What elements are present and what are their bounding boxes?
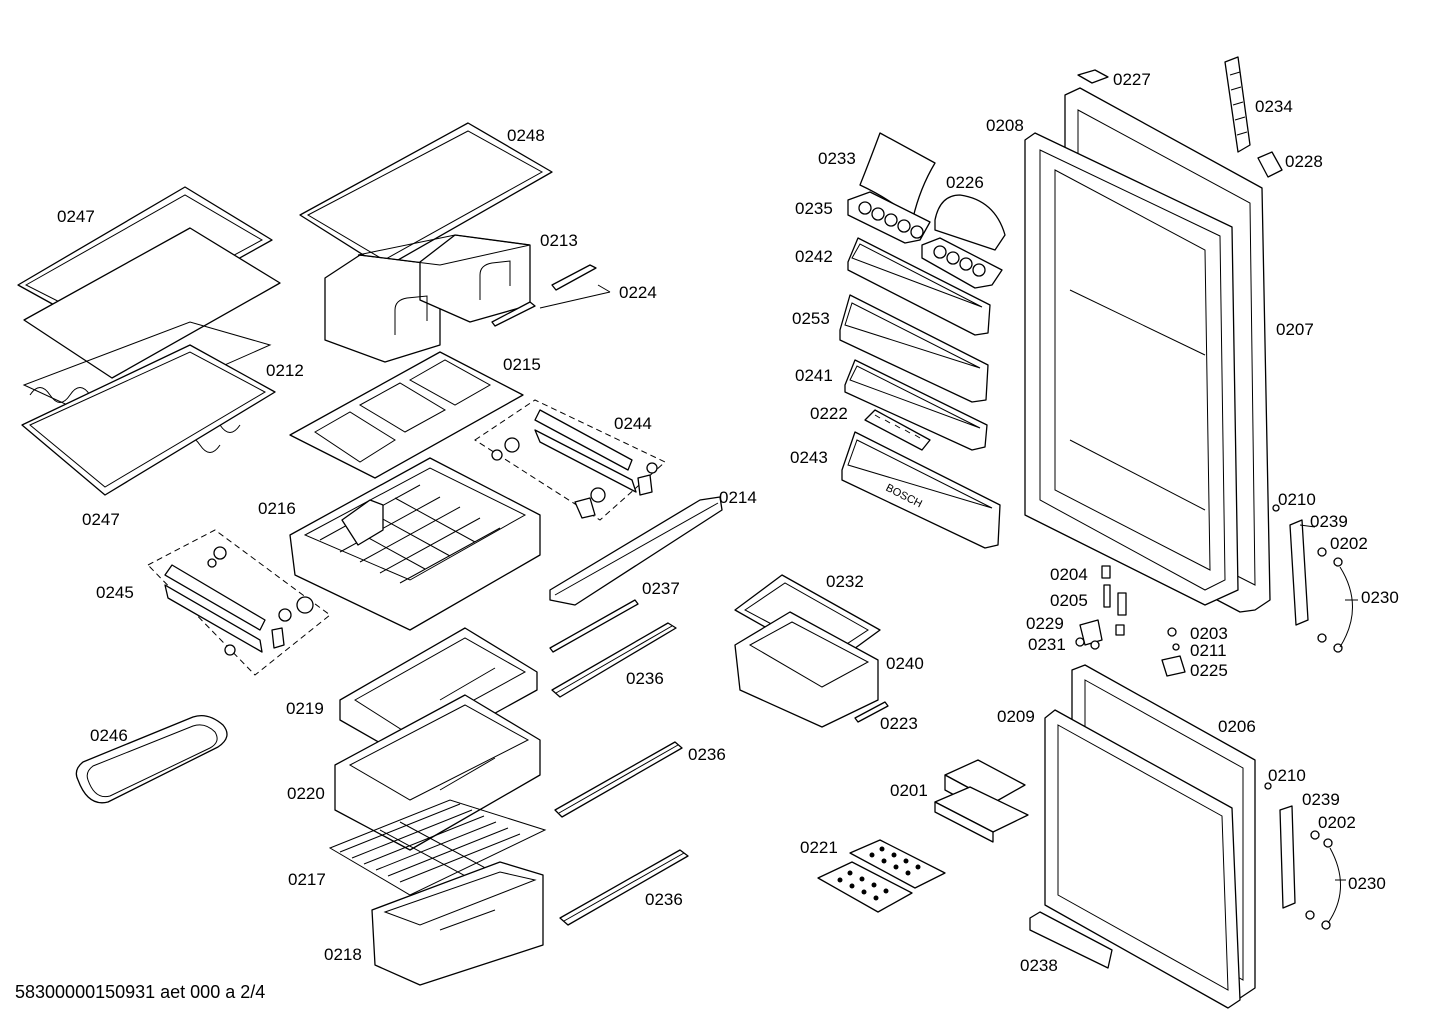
label-0244: 0244 xyxy=(614,414,652,433)
label-0224: 0224 xyxy=(619,283,657,302)
drawing-footer-id: 58300000150931 aet 000 a 2/4 xyxy=(15,982,265,1002)
label-0232: 0232 xyxy=(826,572,864,591)
ice-tray-0246 xyxy=(75,714,228,804)
label-0247-bottom: 0247 xyxy=(82,510,120,529)
glass-shelf-middle xyxy=(23,227,281,379)
control-panel-0234 xyxy=(1224,56,1251,153)
hinge-lower-hardware xyxy=(1264,782,1341,930)
label-0208: 0208 xyxy=(986,116,1024,135)
label-0209: 0209 xyxy=(997,707,1035,726)
freezer-drawer-0220 xyxy=(334,694,541,851)
label-0201: 0201 xyxy=(890,781,928,800)
label-0234: 0234 xyxy=(1255,97,1293,116)
label-0218: 0218 xyxy=(324,945,362,964)
label-0227: 0227 xyxy=(1113,70,1151,89)
glass-shelf-lower xyxy=(21,344,276,496)
label-0233: 0233 xyxy=(818,149,856,168)
hinge-upper-hardware xyxy=(1272,504,1353,653)
strip-0223 xyxy=(854,701,889,723)
hinge-cover-0227 xyxy=(1077,69,1109,84)
label-0248: 0248 xyxy=(507,126,545,145)
shelf-front-trim xyxy=(549,496,723,606)
label-0221: 0221 xyxy=(800,838,838,857)
label-0226: 0226 xyxy=(946,173,984,192)
label-0207: 0207 xyxy=(1276,320,1314,339)
label-0237: 0237 xyxy=(642,579,680,598)
butter-dish-0226 xyxy=(934,194,1006,251)
label-0236-1: 0236 xyxy=(626,669,664,688)
label-0222: 0222 xyxy=(810,404,848,423)
label-0253: 0253 xyxy=(792,309,830,328)
label-0202-upper: 0202 xyxy=(1330,534,1368,553)
rail-strip-0236-2 xyxy=(554,741,683,818)
leader-lines xyxy=(1299,524,1358,881)
cap-0228 xyxy=(1257,151,1283,178)
rail-strip-0236-1 xyxy=(551,622,677,698)
door-bin-0243: BOSCH xyxy=(841,431,1001,549)
label-0240: 0240 xyxy=(886,654,924,673)
door-bin-0241 xyxy=(844,359,988,451)
crisper-lid-frame xyxy=(289,351,524,479)
trim-strips xyxy=(491,264,611,327)
freezer-drawer-0219 xyxy=(339,627,538,761)
label-0236-2: 0236 xyxy=(688,745,726,764)
door-gasket-0208 xyxy=(1024,132,1239,606)
divider-0222 xyxy=(864,409,931,451)
label-0230-lower: 0230 xyxy=(1348,874,1386,893)
fittings-group-right xyxy=(474,399,666,521)
part-labels: 0247 0247 0212 0248 0213 0224 0215 0244 … xyxy=(57,70,1399,975)
label-0229: 0229 xyxy=(1026,614,1064,633)
egg-tray-0235 xyxy=(847,191,931,244)
glass-shelf-top xyxy=(299,122,553,269)
label-0247-top: 0247 xyxy=(57,207,95,226)
label-0210-upper: 0210 xyxy=(1278,490,1316,509)
label-0202-lower: 0202 xyxy=(1318,813,1356,832)
crisper-drawer-large xyxy=(289,457,541,631)
storage-box-0240 xyxy=(734,611,879,728)
label-0242: 0242 xyxy=(795,247,833,266)
door-bin-0253 xyxy=(839,294,989,403)
label-0205: 0205 xyxy=(1050,591,1088,610)
label-0243: 0243 xyxy=(790,448,828,467)
label-0235: 0235 xyxy=(795,199,833,218)
label-0239-lower: 0239 xyxy=(1302,790,1340,809)
door-bin-0242 xyxy=(847,237,991,336)
label-0245: 0245 xyxy=(96,583,134,602)
label-0239-upper: 0239 xyxy=(1310,512,1348,531)
label-0212: 0212 xyxy=(266,361,304,380)
label-0225: 0225 xyxy=(1190,661,1228,680)
label-0219: 0219 xyxy=(286,699,324,718)
label-0220: 0220 xyxy=(287,784,325,803)
ice-cube-tray-0221 xyxy=(817,839,946,913)
egg-tray-right xyxy=(921,237,1003,289)
label-0210-lower: 0210 xyxy=(1268,766,1306,785)
label-0206: 0206 xyxy=(1218,717,1256,736)
label-0238: 0238 xyxy=(1020,956,1058,975)
freezer-door-gasket-0209 xyxy=(1044,709,1241,1009)
label-0204: 0204 xyxy=(1050,565,1088,584)
label-0213: 0213 xyxy=(540,231,578,250)
crisper-cover-boxes xyxy=(324,234,531,363)
label-0228: 0228 xyxy=(1285,152,1323,171)
small-fittings-center xyxy=(1075,565,1186,677)
label-0214: 0214 xyxy=(719,488,757,507)
label-0211: 0211 xyxy=(1190,641,1227,660)
label-0241: 0241 xyxy=(795,366,833,385)
label-0231: 0231 xyxy=(1028,635,1066,654)
label-0236-3: 0236 xyxy=(645,890,683,909)
label-0215: 0215 xyxy=(503,355,541,374)
label-0246: 0246 xyxy=(90,726,128,745)
label-0223: 0223 xyxy=(880,714,918,733)
rail-strip-0236-3 xyxy=(559,849,689,926)
door-trim-0238 xyxy=(1029,911,1113,969)
label-0216: 0216 xyxy=(258,499,296,518)
label-0230-upper: 0230 xyxy=(1361,588,1399,607)
fittings-group-left xyxy=(147,529,331,676)
label-0217: 0217 xyxy=(288,870,326,889)
cold-pack-0201 xyxy=(934,759,1029,843)
rail-strip-0237 xyxy=(549,599,639,653)
freezer-drawer-0218 xyxy=(371,861,544,986)
label-0203: 0203 xyxy=(1190,624,1228,643)
